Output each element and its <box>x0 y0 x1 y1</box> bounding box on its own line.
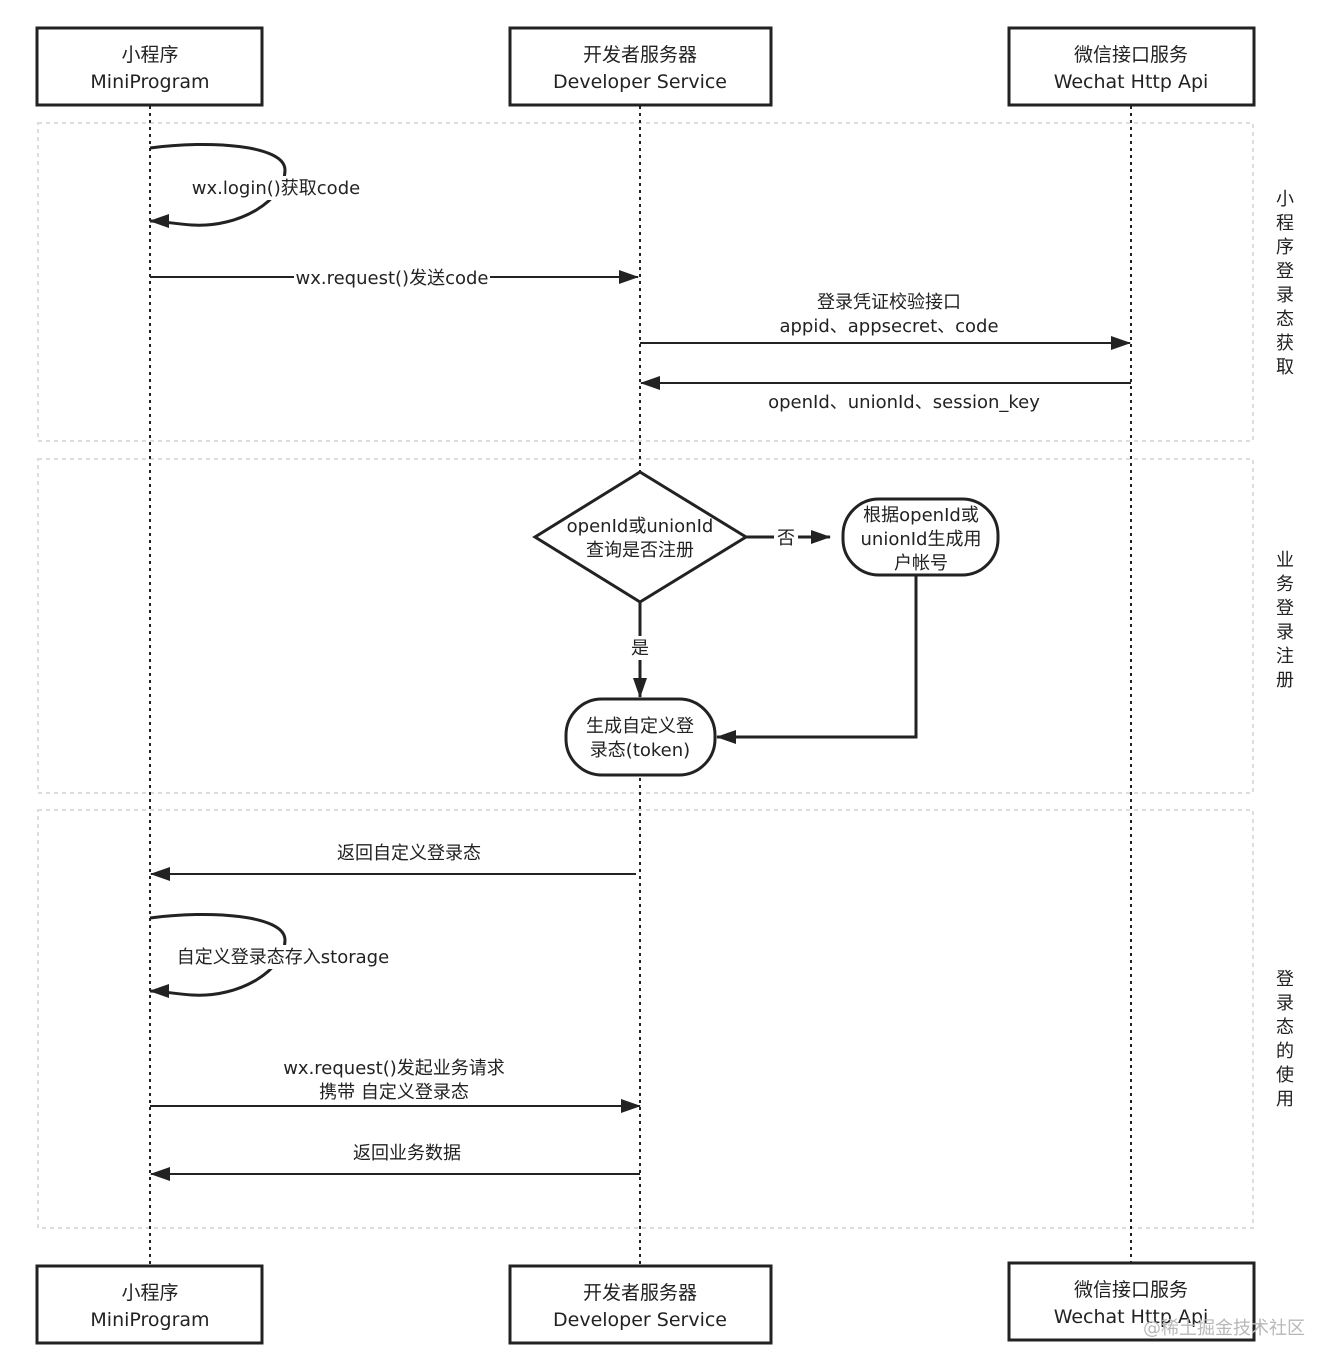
process-create-account-label-3: 户帐号 <box>894 553 948 574</box>
decision-registered-label-1: openId或unionId <box>567 516 714 537</box>
participant-wx-sub: Wechat Http Api <box>1054 71 1209 93</box>
participant-wx-name-bottom: 微信接口服务 <box>1074 1279 1188 1301</box>
section-frame-usage <box>37 809 1254 1229</box>
message-biz-request: wx.request()发起业务请求 携带 自定义登录态 <box>150 1058 641 1113</box>
section-label-login-text: 小程序登录态获取 <box>1276 189 1294 378</box>
participant-mini-bottom: 小程序 MiniProgram <box>35 1264 264 1345</box>
section-label-register-text: 业务登录注册 <box>1276 550 1294 691</box>
section-label-usage: 登录态的使用 <box>1276 969 1294 1110</box>
participant-dev-bottom: 开发者服务器 Developer Service <box>508 1264 773 1345</box>
section-label-login: 小程序登录态获取 <box>1276 189 1294 378</box>
participant-wx-name: 微信接口服务 <box>1074 44 1188 66</box>
message-return-state-label: 返回自定义登录态 <box>337 843 481 864</box>
message-biz-request-label-1: wx.request()发起业务请求 <box>283 1058 505 1079</box>
message-return-ids-label: openId、unionId、session_key <box>768 392 1040 413</box>
message-return-data: 返回业务数据 <box>150 1143 640 1181</box>
participant-wx-top: 微信接口服务 Wechat Http Api <box>1007 26 1256 107</box>
message-store-self: 自定义登录态存入storage <box>149 913 396 999</box>
section-label-register: 业务登录注册 <box>1276 550 1294 691</box>
participant-mini-sub-bottom: MiniProgram <box>90 1309 209 1331</box>
message-send-code: wx.request()发送code <box>150 266 639 289</box>
message-return-data-label: 返回业务数据 <box>353 1143 461 1164</box>
message-send-code-label: wx.request()发送code <box>296 268 489 289</box>
branch-no-label: 否 <box>777 528 795 549</box>
message-verify-label-2: appid、appsecret、code <box>779 316 998 337</box>
branch-yes-label: 是 <box>631 638 649 659</box>
message-login-self-label: wx.login()获取code <box>192 178 360 199</box>
message-store-self-label: 自定义登录态存入storage <box>177 947 389 968</box>
watermark: @稀土掘金技术社区 <box>1143 1318 1305 1339</box>
process-create-account-label-2: unionId生成用 <box>861 529 982 550</box>
participant-dev-name: 开发者服务器 <box>583 44 697 66</box>
section-frame-login <box>37 122 1254 442</box>
process-create-account: 根据openId或 unionId生成用 户帐号 <box>841 497 1000 577</box>
participant-dev-top: 开发者服务器 Developer Service <box>508 26 773 107</box>
branch-yes: 是 <box>628 602 652 698</box>
participant-mini-sub: MiniProgram <box>90 71 209 93</box>
decision-registered: openId或unionId 查询是否注册 <box>532 470 749 604</box>
process-generate-token-label-1: 生成自定义登 <box>586 716 694 737</box>
message-return-state: 返回自定义登录态 <box>150 843 636 881</box>
participant-wx-bottom: 微信接口服务 Wechat Http Api <box>1007 1261 1256 1342</box>
participant-wx-sub-bottom: Wechat Http Api <box>1054 1306 1209 1328</box>
participant-dev-sub: Developer Service <box>553 71 727 93</box>
message-return-ids: openId、unionId、session_key <box>640 376 1131 413</box>
participant-mini-name: 小程序 <box>121 44 178 66</box>
message-login-self: wx.login()获取code <box>149 143 366 229</box>
decision-registered-label-2: 查询是否注册 <box>586 540 694 561</box>
connector-create-to-token <box>716 575 918 744</box>
participant-dev-name-bottom: 开发者服务器 <box>583 1282 697 1304</box>
process-generate-token: 生成自定义登 录态(token) <box>564 697 717 777</box>
participant-mini-name-bottom: 小程序 <box>121 1282 178 1304</box>
process-generate-token-label-2: 录态(token) <box>590 740 690 761</box>
section-frame-register <box>37 458 1254 794</box>
message-verify-label-1: 登录凭证校验接口 <box>817 292 961 313</box>
participant-dev-sub-bottom: Developer Service <box>553 1309 727 1331</box>
branch-no: 否 <box>746 526 831 549</box>
message-verify: 登录凭证校验接口 appid、appsecret、code <box>640 292 1131 350</box>
message-biz-request-label-2: 携带 自定义登录态 <box>319 1082 469 1103</box>
process-create-account-label-1: 根据openId或 <box>863 505 979 526</box>
section-label-usage-text: 登录态的使用 <box>1276 969 1294 1110</box>
participant-mini-top: 小程序 MiniProgram <box>35 26 264 107</box>
